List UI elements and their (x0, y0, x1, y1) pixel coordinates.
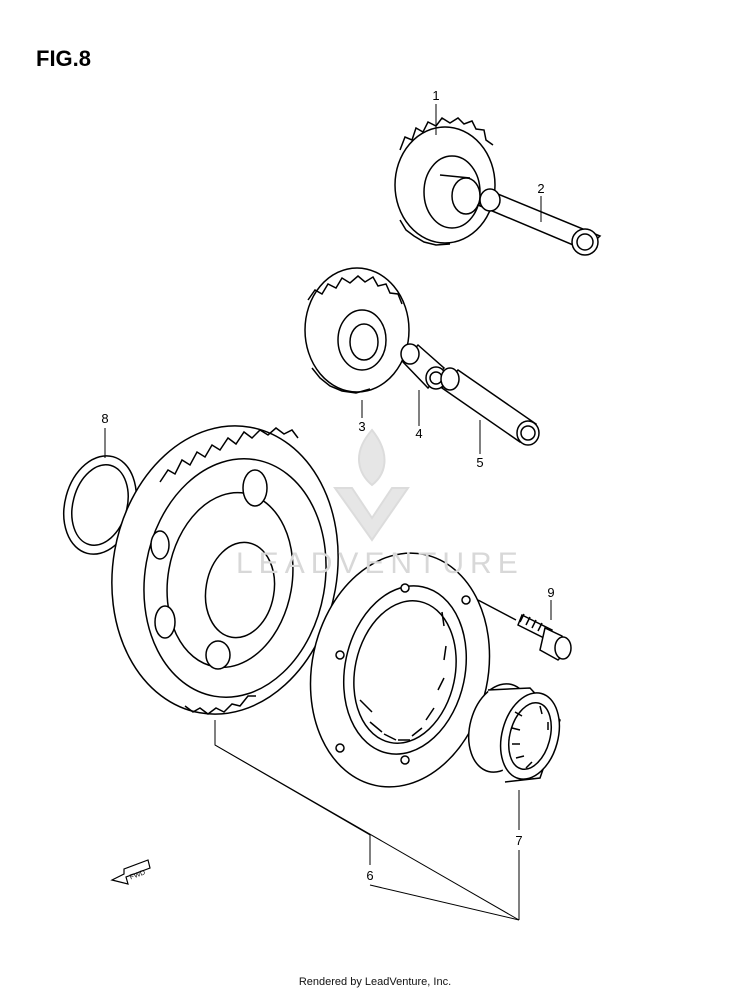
callout-3[interactable]: 3 (358, 419, 366, 434)
callout-2[interactable]: 2 (537, 181, 545, 196)
starter-clutch-gear-part-6[interactable] (90, 408, 361, 732)
callout-4[interactable]: 4 (415, 426, 423, 441)
bushing-part-4[interactable] (401, 344, 446, 389)
starter-clutch-housing[interactable] (289, 536, 510, 803)
shaft-part-5[interactable] (441, 368, 539, 445)
callout-1[interactable]: 1 (432, 88, 440, 103)
footer-credit: Rendered by LeadVenture, Inc. (298, 976, 452, 988)
callout-7[interactable]: 7 (515, 833, 523, 848)
leader-lines (105, 104, 551, 920)
watermark-logo (335, 430, 408, 540)
callout-9[interactable]: 9 (547, 585, 555, 600)
washer-part-8[interactable] (53, 448, 146, 563)
callout-8[interactable]: 8 (101, 411, 109, 426)
fwd-arrow-icon: FWD (112, 860, 150, 884)
gear-part-3[interactable] (305, 268, 409, 393)
figure-title: FIG.8 (36, 46, 92, 71)
watermark-text: LEADVENTURE (236, 547, 524, 580)
needle-bearing-part-7[interactable] (459, 677, 568, 786)
shaft-part-2[interactable] (478, 189, 600, 255)
gear-part-1[interactable] (395, 118, 495, 245)
callout-6[interactable]: 6 (366, 868, 374, 883)
bolt-part-9[interactable] (478, 600, 571, 660)
callout-5[interactable]: 5 (476, 455, 484, 470)
